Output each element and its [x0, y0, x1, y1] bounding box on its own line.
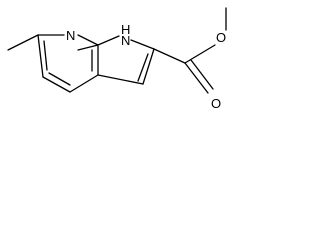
- atom-label-pyrrole-h: H: [121, 22, 130, 37]
- bond-c4-c5-inner: [48, 72, 71, 86]
- bond-c5-c6: [37, 34, 44, 78]
- bond-carbonyl-1: [184, 62, 209, 94]
- bond-c7a-n1: [97, 35, 120, 46]
- molecule-structure: N H N O O: [7, 7, 227, 111]
- atom-label-ester-o-single: O: [216, 30, 226, 45]
- bond-c4-c5: [42, 76, 71, 93]
- bond-n7-c7a: [77, 34, 99, 46]
- bond-ccarbonyl-oester: [184, 44, 216, 64]
- bond-carbonyl-2: [190, 59, 214, 90]
- bond-methyl: [7, 34, 39, 51]
- atom-label-pyridine-n: N: [66, 28, 75, 43]
- atom-label-pyrrole-n: N: [121, 33, 130, 48]
- bond-c2-c3-inner: [137, 53, 149, 82]
- atom-label-ester-o-double: O: [211, 96, 221, 111]
- bond-c3a-c4: [69, 74, 99, 93]
- bond-n1-c2: [130, 39, 155, 50]
- bond-c7a-c7a-inner: [77, 44, 99, 51]
- bond-c3-c3a: [97, 74, 144, 85]
- bond-c2-ccarbonyl: [153, 48, 186, 64]
- bond-c2-c3: [142, 48, 155, 85]
- bond-c6-c5-inner: [43, 40, 48, 71]
